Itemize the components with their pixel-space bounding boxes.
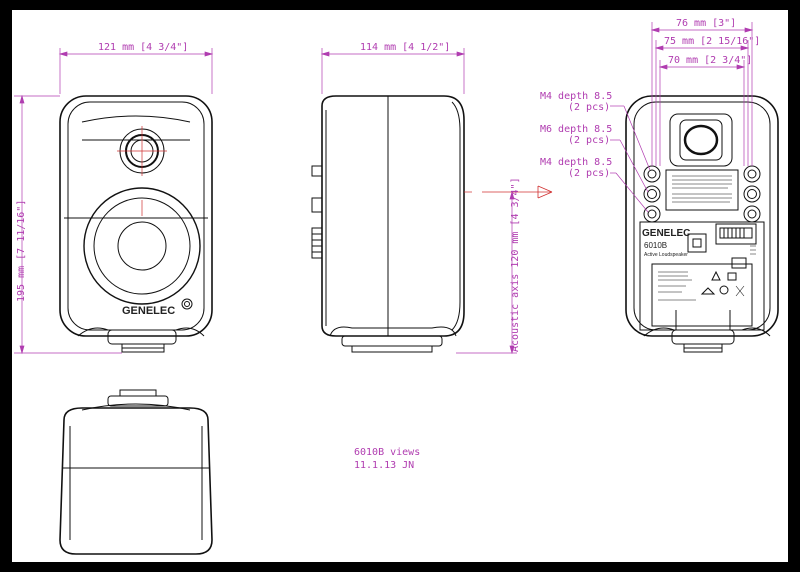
top-view — [59, 389, 213, 555]
m4-bottom-right-hole-icon — [743, 205, 761, 223]
warning-label — [665, 169, 739, 211]
rear-dimensions — [650, 22, 754, 166]
dip-switches — [715, 223, 757, 245]
thread-3-spec: M4 depth 8.5 — [540, 157, 612, 168]
thread-2-spec: M6 depth 8.5 — [540, 124, 612, 135]
front-dimensions — [14, 48, 214, 355]
power-switch-icon — [731, 257, 747, 269]
thread-1-qty: (2 pcs) — [568, 102, 610, 113]
bass-port — [669, 113, 733, 167]
side-dimensions — [320, 48, 517, 355]
front-logo: GENELEC — [122, 305, 175, 317]
front-view: GENELEC — [59, 95, 213, 353]
acoustic-axis-arrow — [482, 185, 553, 199]
m4-top-left-hole-icon — [643, 165, 661, 183]
m6-left-hole-icon — [643, 185, 661, 203]
front-width-label: 121 mm [4 3/4"] — [98, 42, 188, 53]
m6-right-hole-icon — [743, 185, 761, 203]
m4-top-right-hole-icon — [743, 165, 761, 183]
thread-1-spec: M4 depth 8.5 — [540, 91, 612, 102]
rear-75-label: 75 mm [2 15/16"] — [664, 36, 760, 47]
power-led-icon — [181, 298, 193, 310]
m4-bottom-left-hole-icon — [643, 205, 661, 223]
thread-2-qty: (2 pcs) — [568, 135, 610, 146]
warning-triangle-icon — [711, 270, 721, 281]
thread-3-qty: (2 pcs) — [568, 168, 610, 179]
drawing-sheet: GENELEC 121 mm [4 3/4"] 195 mm [7 11/16"… — [12, 10, 788, 562]
acoustic-axis-label: Acoustic axis 120 mm [4 3/4"] — [510, 177, 521, 352]
woofer-waveguide — [83, 187, 201, 305]
model-subtitle: Active Loudspeaker — [644, 252, 688, 258]
rear-76-label: 76 mm [3"] — [676, 18, 736, 29]
title-line-1: 6010B views — [354, 447, 420, 458]
xlr-input-icon — [687, 233, 707, 253]
side-view — [311, 95, 472, 353]
model-number: 6010B — [644, 241, 667, 250]
woofer — [93, 197, 191, 295]
thread-leaders — [610, 105, 651, 213]
rear-view: GENELEC 6010B Active Loudspeaker — [625, 95, 779, 353]
height-label: 195 mm [7 11/16"] — [16, 200, 27, 302]
rear-70-label: 70 mm [2 3/4"] — [668, 55, 752, 66]
side-depth-label: 114 mm [4 1/2"] — [360, 42, 450, 53]
rear-logo: GENELEC — [642, 228, 690, 239]
technical-drawing: GENELEC 121 mm [4 3/4"] 195 mm [7 11/16"… — [14, 18, 779, 555]
title-line-2: 11.1.13 JN — [354, 460, 414, 471]
